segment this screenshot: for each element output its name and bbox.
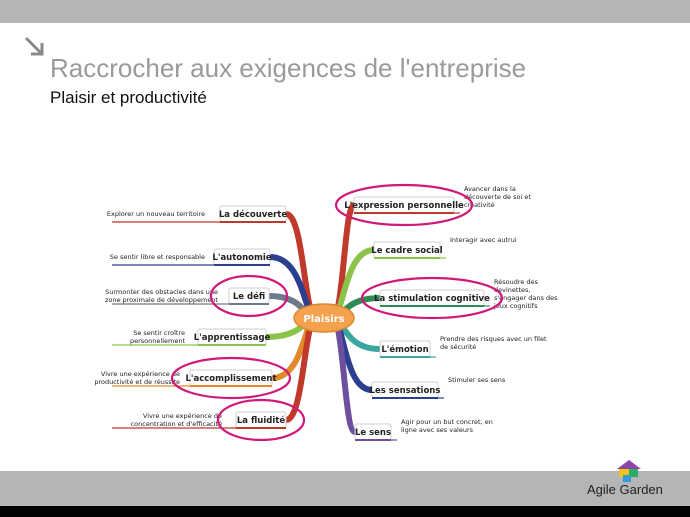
leaf-text-right-4-0: Stimuler ses sens	[448, 376, 506, 384]
highlight-circle-right-2	[360, 276, 504, 320]
leaf-text-left-5-0: Vivre une expérience de	[143, 412, 222, 420]
highlight-circle-right-0	[334, 183, 474, 227]
slide-subtitle: Plaisir et productivité	[50, 88, 207, 107]
highlight-circle-left-2	[209, 274, 289, 318]
footer-brand: Agile Garden	[587, 482, 663, 497]
leaf-text-right-0-1: découverte de soi et	[464, 193, 531, 201]
branch-label-left-3: L'apprentissage	[194, 333, 271, 343]
leaf-text-left-4-0: Vivre une expérience de	[101, 370, 180, 378]
leaf-text-right-3-1: de sécurité	[440, 343, 476, 351]
highlight-circles	[170, 183, 504, 442]
highlight-circle-left-5	[216, 398, 306, 442]
leaf-text-left-3-0: Se sentir croître	[133, 329, 185, 337]
leaf-text-left-3-1: personnellement	[130, 337, 185, 345]
leaf-text-right-0-2: créativité	[464, 201, 495, 209]
leaf-text-left-1-0: Se sentir libre et responsable	[110, 253, 205, 261]
arrow-icon	[24, 36, 44, 56]
leaf-text-right-1-0: Interagir avec autrui	[450, 236, 517, 244]
leaf-text-right-3-0: Prendre des risques avec un filet	[440, 335, 547, 343]
mindmap-nodes: La découverte Explorer un nouveau territo…	[94, 185, 558, 441]
branch-label-right-3: L'émotion	[381, 344, 428, 355]
branch-label-left-0: La découverte	[219, 209, 287, 220]
branch-label-left-5: La fluidité	[237, 415, 285, 426]
top-band	[0, 0, 690, 23]
leaf-text-right-5-1: ligne avec ses valeurs	[401, 426, 474, 434]
slide-title: Raccrocher aux exigences de l'entreprise	[50, 53, 527, 83]
agile-garden-logo-icon	[617, 460, 641, 482]
leaf-text-right-0-0: Avancer dans la	[464, 185, 516, 193]
center-node	[293, 303, 355, 333]
highlight-circle-left-4	[170, 356, 292, 400]
branch-label-right-4: Les sensations	[370, 386, 441, 396]
leaf-text-right-5-0: Agir pour un but concret, en	[401, 418, 493, 426]
leaf-text-left-2-0: Surmonter des obstacles dans une	[105, 288, 218, 296]
bottom-band	[0, 471, 690, 506]
branch-label-left-1: L'autonomie	[212, 253, 271, 263]
leaf-text-left-4-1: productivité et de réussite	[94, 378, 180, 386]
leaf-text-right-2-0: Résoudre des	[494, 278, 539, 286]
leaf-text-right-2-2: s'engager dans des	[494, 294, 558, 302]
leaf-text-left-0-0: Explorer un nouveau territoire	[107, 210, 205, 218]
mindmap: La découverte Explorer un nouveau territo…	[94, 183, 558, 442]
branch-label-right-0: L'expression personnelle	[344, 201, 464, 211]
branch-label-right-2: La stimulation cognitive	[374, 294, 490, 304]
bottom-black-band	[0, 506, 690, 517]
branch-label-left-2: Le défi	[233, 291, 265, 302]
leaf-text-left-5-1: concentration et d'efficacité	[131, 420, 222, 428]
leaf-text-right-2-3: jeux cognitifs	[493, 302, 538, 310]
leaf-text-right-2-1: devinettes,	[494, 286, 530, 294]
branch-label-right-1: Le cadre social	[371, 246, 443, 256]
leaf-text-left-2-1: zone proximale de développement	[105, 296, 218, 304]
center-node-label: Plaisirs	[303, 314, 344, 325]
branch-label-right-5: Le sens	[355, 428, 391, 438]
branch-label-left-4: L'accomplissement	[185, 374, 276, 384]
